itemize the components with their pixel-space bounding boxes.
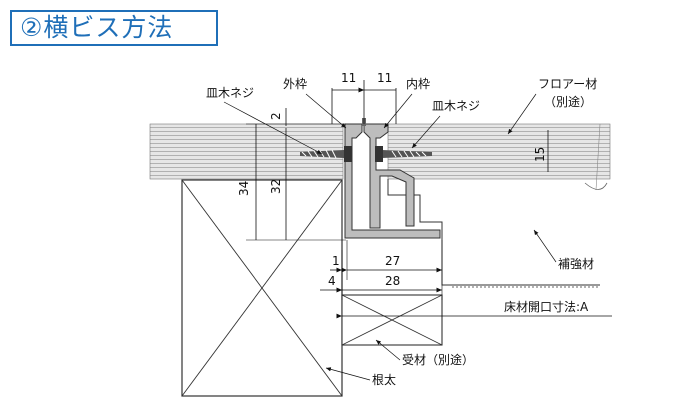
label-floor-material-sub: （別途）: [544, 94, 592, 109]
label-floor-material: フロアー材: [538, 77, 597, 91]
dim-32: 32: [269, 179, 283, 194]
dim-1: 1: [332, 254, 340, 268]
label-screw-left: 皿木ネジ: [206, 86, 254, 100]
dim-28: 28: [385, 274, 400, 288]
label-floor-opening: 床材開口寸法:A: [504, 300, 589, 314]
label-screw-right: 皿木ネジ: [432, 99, 480, 113]
floor-board-right: [387, 123, 611, 180]
label-joist: 根太: [372, 372, 396, 387]
aluminium-profile: [344, 118, 441, 239]
section-title: ②横ビス方法: [10, 10, 218, 46]
dim-11-right: 11: [377, 71, 392, 85]
dim-15: 15: [533, 147, 547, 162]
label-outer-frame: 外枠: [283, 77, 307, 91]
screw-right: [375, 146, 432, 162]
label-receiver: 受材（別途）: [402, 352, 474, 367]
dim-27: 27: [385, 254, 400, 268]
dim-34: 34: [237, 181, 251, 196]
joist: [181, 179, 343, 397]
dim-4: 4: [328, 274, 336, 288]
receiver-block: [341, 294, 443, 346]
label-inner-frame: 内枠: [406, 77, 430, 91]
floor-board-left: [149, 123, 344, 180]
dim-2: 2: [269, 112, 283, 120]
label-reinforcement: 補強材: [558, 257, 594, 271]
dim-11-left: 11: [341, 71, 356, 85]
